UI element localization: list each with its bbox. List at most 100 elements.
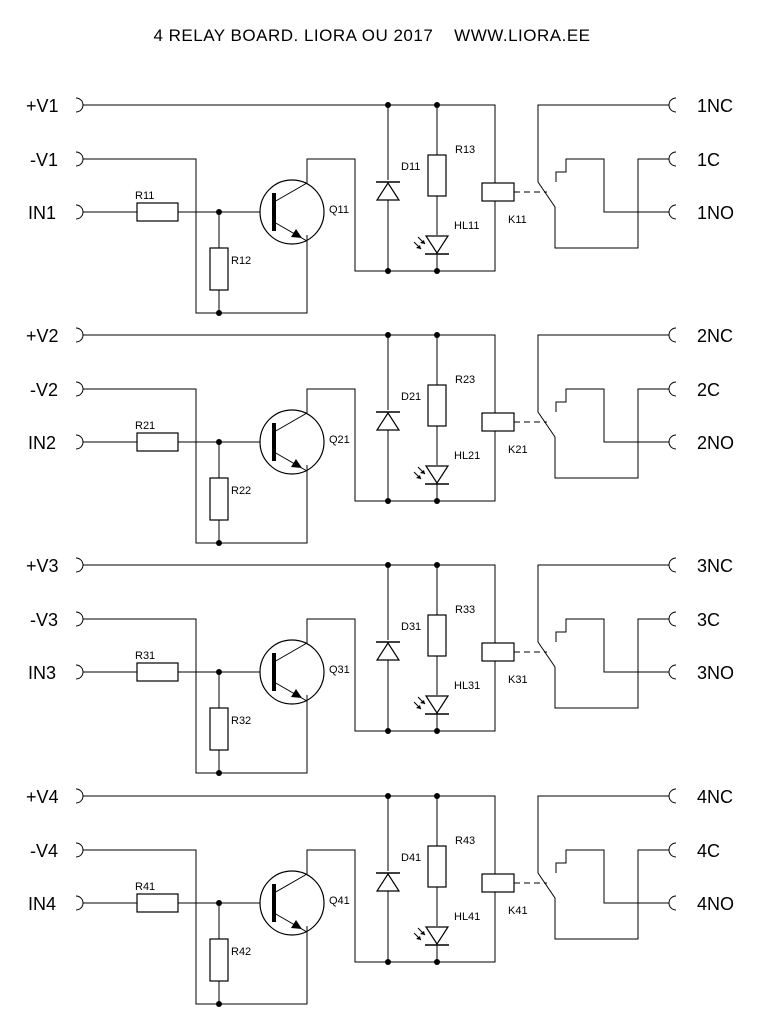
base-resistor-label: R21 <box>135 420 155 432</box>
terminal-label-common: 3C <box>697 610 720 630</box>
terminal-label-vminus: -V1 <box>30 150 58 170</box>
base-resistor <box>136 893 179 913</box>
flyback-diode <box>375 872 401 892</box>
terminal-left <box>75 151 84 167</box>
relay-label: K21 <box>508 444 528 456</box>
led-ray-arrow <box>420 470 425 474</box>
transistor-label: Q41 <box>329 895 350 907</box>
terminal-label-nc: 1NC <box>697 96 733 116</box>
led-ray-arrow <box>420 931 425 935</box>
diode-label: D41 <box>401 852 421 864</box>
vplus-rail <box>83 564 496 643</box>
transistor-body <box>259 409 325 475</box>
vplus-rail <box>83 795 496 874</box>
indicator-led <box>424 235 450 255</box>
relay-label: K31 <box>508 674 528 686</box>
terminal-left <box>75 788 84 804</box>
led-resistor-label: R33 <box>455 604 475 616</box>
led-ray-arrow <box>416 705 421 709</box>
junction-dot <box>434 498 440 504</box>
junction-dot <box>385 268 391 274</box>
junction-dot <box>385 498 391 504</box>
contact-nc-common <box>537 564 669 709</box>
terminal-label-input: IN1 <box>28 203 56 223</box>
terminal-right <box>668 842 677 858</box>
collector-wire <box>273 158 496 272</box>
terminal-left <box>75 97 84 113</box>
terminal-right <box>668 151 677 167</box>
terminal-label-common: 2C <box>697 380 720 400</box>
pull-resistor <box>209 477 229 521</box>
junction-dot <box>385 959 391 965</box>
pull-resistor-label: R32 <box>231 715 251 727</box>
pull-resistor <box>209 247 229 291</box>
base-resistor-label: R11 <box>135 190 154 202</box>
transistor-body <box>259 179 325 245</box>
relay-label: K11 <box>508 214 527 226</box>
led-resistor-label: R43 <box>455 835 475 847</box>
led-resistor <box>427 845 447 888</box>
terminal-left <box>75 434 84 450</box>
terminal-right <box>668 895 677 911</box>
led-resistor-label: R23 <box>455 374 475 386</box>
junction-dot <box>434 268 440 274</box>
transistor-body <box>259 639 325 705</box>
indicator-led <box>424 695 450 715</box>
emitter-arrow <box>291 459 302 468</box>
emitter-wire <box>273 681 308 702</box>
diode-label: D31 <box>401 621 421 633</box>
led-resistor <box>427 384 447 427</box>
led-label: HL11 <box>454 220 479 232</box>
transistor-label: Q11 <box>329 204 349 216</box>
terminal-left <box>75 842 84 858</box>
led-ray-arrow <box>420 240 425 244</box>
led-resistor <box>427 614 447 657</box>
led-ray-arrow <box>420 700 425 704</box>
emitter-arrow <box>291 920 302 929</box>
led-label: HL31 <box>454 680 480 692</box>
terminal-label-input: IN3 <box>28 663 56 683</box>
contact-no <box>555 849 669 904</box>
terminal-label-vminus: -V2 <box>30 380 58 400</box>
junction-dot <box>434 959 440 965</box>
emitter-wire <box>273 221 308 242</box>
transistor-label: Q21 <box>329 434 350 446</box>
led-label: HL41 <box>454 911 480 923</box>
collector-wire <box>273 388 496 502</box>
terminal-label-vminus: -V3 <box>30 610 58 630</box>
led-resistor <box>427 154 447 197</box>
led-ray-arrow <box>416 475 421 479</box>
contact-no <box>555 158 669 213</box>
terminal-label-no: 2NO <box>697 433 734 453</box>
base-resistor-label: R41 <box>135 881 155 893</box>
diagram-title: 4 RELAY BOARD. LIORA OU 2017 WWW.LIORA.E… <box>153 26 590 45</box>
terminal-right <box>668 381 677 397</box>
terminal-left <box>75 611 84 627</box>
terminal-label-common: 4C <box>697 841 720 861</box>
transistor-body <box>259 870 325 936</box>
diode-label: D21 <box>401 391 421 403</box>
vminus-rail <box>83 158 308 314</box>
terminal-label-nc: 2NC <box>697 326 733 346</box>
pull-resistor-label: R12 <box>231 255 251 267</box>
terminal-left <box>75 557 84 573</box>
vplus-rail <box>83 104 496 183</box>
flyback-diode <box>375 411 401 431</box>
terminal-label-vplus: +V4 <box>26 787 59 807</box>
pull-resistor-label: R42 <box>231 946 251 958</box>
pull-resistor-label: R22 <box>231 485 251 497</box>
contact-no <box>555 618 669 673</box>
terminal-label-common: 1C <box>697 150 720 170</box>
terminal-label-no: 3NO <box>697 663 734 683</box>
base-resistor <box>136 202 179 222</box>
relay-label: K41 <box>508 905 528 917</box>
terminal-label-vplus: +V3 <box>26 556 59 576</box>
terminal-left <box>75 664 84 680</box>
junction-dot <box>434 728 440 734</box>
terminal-label-no: 1NO <box>697 203 734 223</box>
terminal-right <box>668 204 677 220</box>
